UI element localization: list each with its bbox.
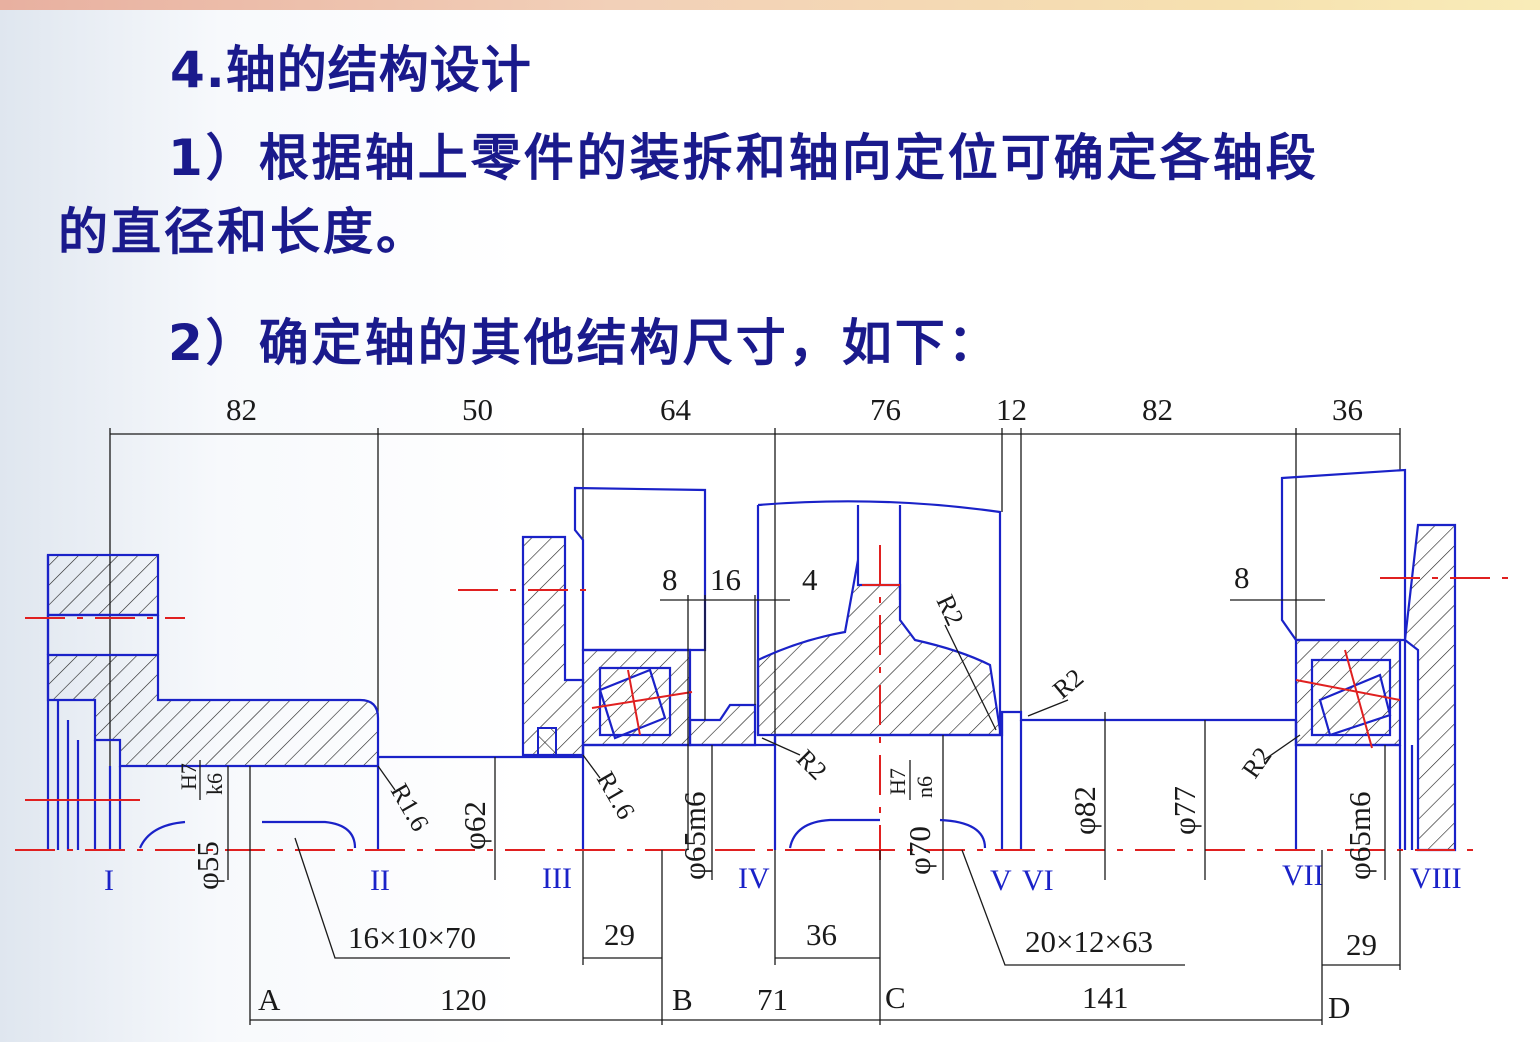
dia-70: φ70 (902, 826, 937, 875)
radius-r2-shoulder: R2 (1047, 663, 1089, 705)
dia-65m6-left: φ65m6 (677, 791, 712, 880)
dim-bottom-29-right: 29 (1346, 927, 1377, 962)
diameter-labels: φ55 H7 k6 φ62 φ65m6 φ70 H7 n6 φ82 φ77 φ6… (176, 712, 1386, 890)
section-iii: III (542, 862, 572, 895)
fit-2-den: n6 (912, 776, 937, 798)
dia-65m6-right: φ65m6 (1342, 791, 1377, 880)
dim-gap-8: 8 (662, 562, 678, 597)
section-i: I (104, 864, 114, 897)
paragraph-1-line-1: 1）根据轴上零件的装拆和轴向定位可确定各轴段 (168, 129, 1319, 187)
dim-top-3: 64 (660, 392, 692, 427)
dim-top-6: 82 (1142, 392, 1173, 427)
span-141: 141 (1082, 980, 1129, 1015)
point-c: C (885, 980, 906, 1015)
top-decoration-band (0, 0, 1540, 10)
dim-top-4: 76 (870, 392, 901, 427)
dim-gap-8-right: 8 (1234, 560, 1250, 595)
dia-55: φ55 (190, 841, 225, 890)
span-120: 120 (440, 982, 487, 1017)
keyways: 16×10×70 20×12×63 (138, 818, 1185, 966)
point-a: A (258, 982, 281, 1017)
fit-2-num: H7 (885, 768, 910, 795)
fit-1-den: k6 (202, 773, 227, 795)
left-bearing-cap (521, 486, 757, 757)
dim-bottom-29-left: 29 (604, 917, 635, 952)
dia-77: φ77 (1167, 786, 1202, 835)
dim-bottom-36: 36 (806, 917, 837, 952)
section-ii: II (370, 864, 390, 897)
right-bearing-cap (1280, 468, 1457, 852)
point-d: D (1328, 990, 1350, 1025)
key-label-2: 20×12×63 (1025, 924, 1153, 959)
section-viii: VIII (1410, 862, 1462, 895)
dim-gap-16: 16 (710, 562, 741, 597)
radius-r2-gear-left: R2 (791, 744, 833, 786)
paragraph-1-line-2: 的直径和长度。 (58, 203, 429, 261)
radius-r2-gear-right: R2 (931, 590, 970, 630)
dim-top-7: 36 (1332, 392, 1363, 427)
fit-1-num: H7 (176, 763, 201, 790)
gear (756, 500, 1002, 860)
center-lines (15, 577, 1520, 851)
paragraph-2: 2）确定轴的其他结构尺寸，如下： (168, 314, 1001, 372)
left-coupling (46, 553, 380, 850)
section-vii: VII (1282, 859, 1324, 892)
dim-gap-4: 4 (802, 562, 818, 597)
bottom-dimensions: 29 36 29 120 71 141 A B C D (249, 766, 1401, 1025)
dim-top-5: 12 (996, 392, 1027, 427)
dia-82: φ82 (1067, 786, 1102, 835)
span-71: 71 (757, 982, 788, 1017)
key-label-1: 16×10×70 (348, 920, 476, 955)
slide-heading: 4.轴的结构设计 (170, 41, 532, 99)
dim-top-1: 82 (226, 392, 257, 427)
section-v: V (990, 864, 1012, 897)
dia-62: φ62 (457, 801, 492, 850)
section-iv: IV (738, 862, 770, 895)
point-b: B (672, 982, 693, 1017)
section-labels: I II III IV V VI VII VIII (104, 859, 1462, 897)
dim-top-2: 50 (462, 392, 493, 427)
radius-r2-right: R2 (1236, 742, 1277, 783)
gap-dimensions: 8 16 4 8 (660, 560, 1325, 850)
section-vi: VI (1022, 864, 1054, 897)
